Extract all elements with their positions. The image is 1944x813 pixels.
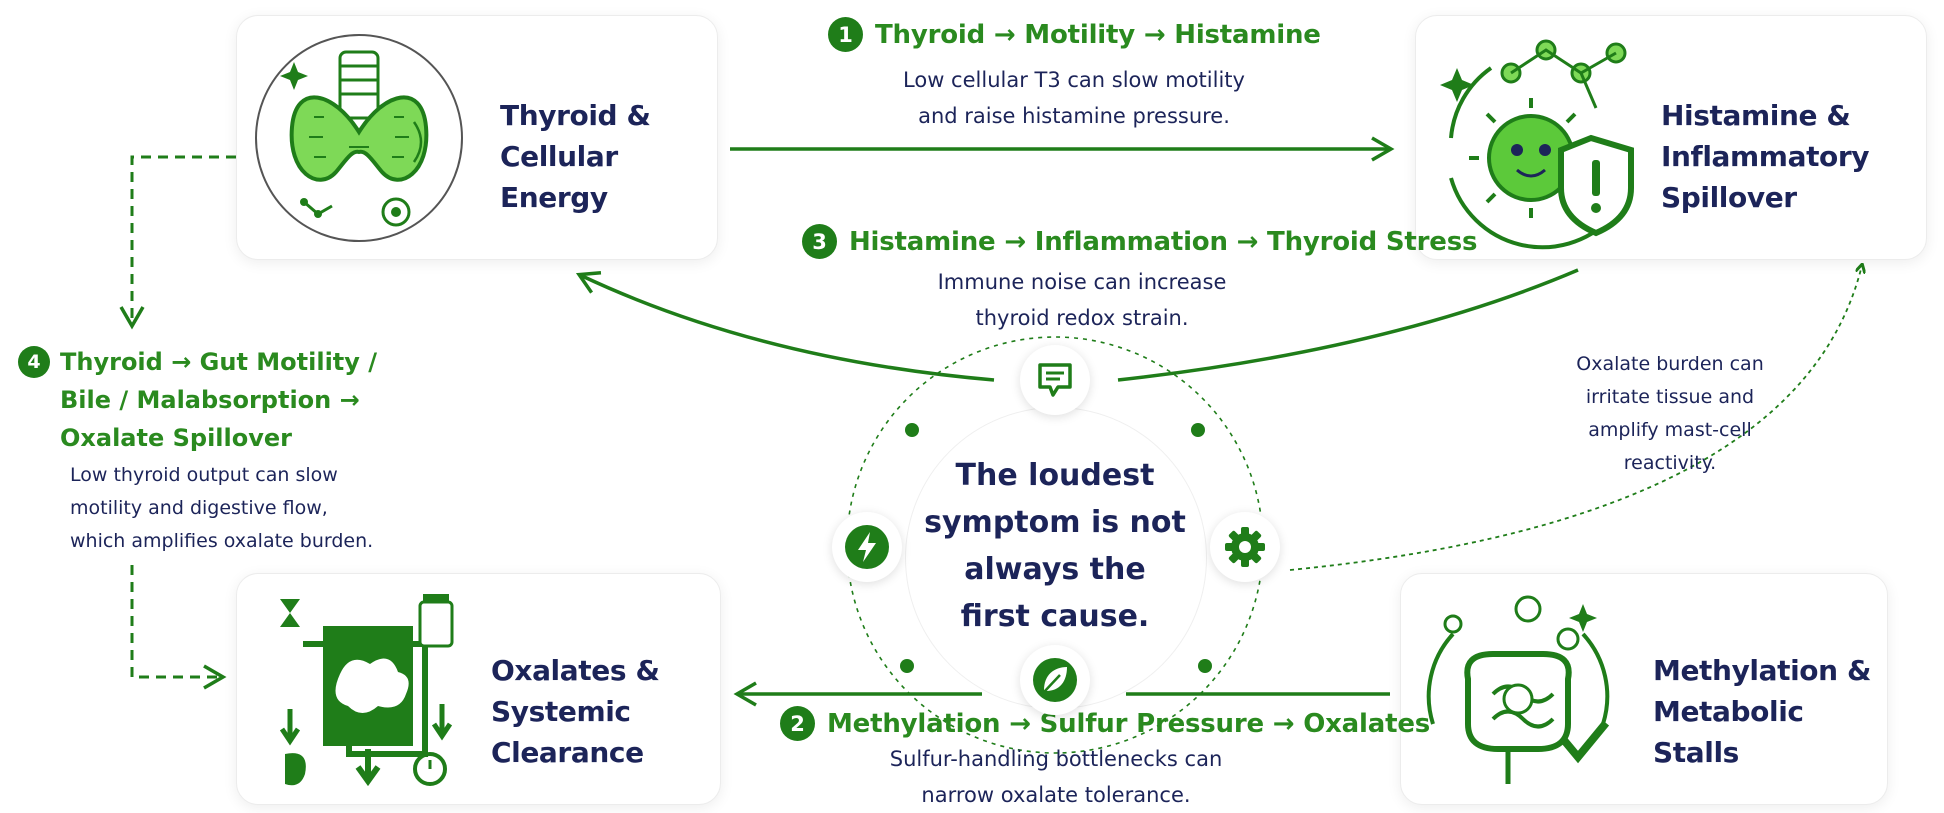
side-note: Oxalate burden can irritate tissue and a… (1576, 353, 1764, 474)
arrow-thyroid-to-oxalates-top (119, 155, 236, 330)
center-statement: The loudest symptom is not always the fi… (924, 458, 1186, 634)
arrow-thyroid-to-oxalates-bottom (130, 565, 227, 690)
gear-icon (1225, 527, 1265, 567)
ring-dot (1191, 423, 1205, 437)
edge-1-heading: 1 Thyroid → Motility → Histamine (828, 17, 1321, 52)
intestine-molecules-icon (1426, 595, 1610, 784)
edge-2-number: 2 (780, 706, 815, 741)
edge-3-heading: 3 Histamine → Inflammation → Thyroid Str… (802, 224, 1477, 259)
leaf-badge (1020, 645, 1090, 715)
card-oxalates[interactable]: Oxalates & Systemic Clearance (236, 573, 721, 805)
edge-4-description: Low thyroid output can slow motility and… (70, 464, 374, 552)
gear-badge (1210, 512, 1280, 582)
ring-dot (905, 423, 919, 437)
edge-1-title: Thyroid → Motility → Histamine (875, 19, 1321, 50)
edge-1-number: 1 (828, 17, 863, 52)
edge-4-title: Thyroid → Gut Motility / Bile / Malabsor… (60, 348, 378, 452)
digestion-enzymes-icon (279, 594, 454, 787)
edge-4-heading: 4 Thyroid → Gut Motility / Bile / Malabs… (18, 343, 377, 457)
card-methylation[interactable]: Methylation & Metabolic Stalls (1400, 573, 1888, 805)
message-badge (1020, 345, 1090, 415)
thyroid-gland-icon (255, 34, 463, 242)
edge-1-description: Low cellular T3 can slow motility and ra… (903, 68, 1245, 128)
edge-2-heading: 2 Methylation → Sulfur Pressure → Oxalat… (780, 706, 1430, 741)
microbe-shield-icon (1440, 39, 1634, 250)
arrow-histamine-to-center (1117, 268, 1579, 382)
thyroid-title: Thyroid & Cellular Energy (500, 99, 651, 214)
histamine-title: Histamine & Inflammatory Spillover (1661, 99, 1870, 214)
edge-2-title: Methylation → Sulfur Pressure → Oxalates (827, 708, 1431, 739)
edge-3-description: Immune noise can increase thyroid redox … (937, 270, 1227, 330)
ring-dot (1198, 659, 1212, 673)
lightning-icon (845, 525, 889, 569)
edge-2-description: Sulfur-handling bottlenecks can narrow o… (889, 747, 1223, 807)
oxalates-title: Oxalates & Systemic Clearance (491, 654, 660, 769)
arrow-center-to-thyroid (575, 270, 995, 382)
edge-3-title: Histamine → Inflammation → Thyroid Stres… (849, 226, 1478, 257)
message-icon (1038, 363, 1072, 397)
card-histamine[interactable]: Histamine & Inflammatory Spillover (1415, 15, 1927, 260)
methylation-title: Methylation & Metabolic Stalls (1653, 654, 1872, 769)
leaf-icon (1033, 658, 1077, 702)
ring-dot (900, 659, 914, 673)
card-thyroid[interactable]: Thyroid & Cellular Energy (236, 15, 718, 260)
edge-3-number: 3 (802, 224, 837, 259)
edge-4-number: 4 (18, 346, 50, 378)
arrow-methylation-to-histamine (1289, 265, 1862, 571)
lightning-badge (832, 512, 902, 582)
